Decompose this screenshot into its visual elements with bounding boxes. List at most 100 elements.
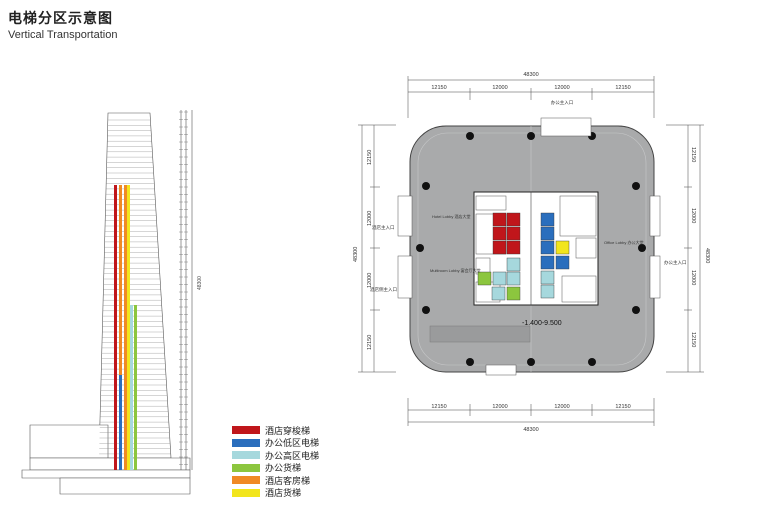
elevator-car bbox=[555, 255, 570, 270]
bay-bottom-1: 12150 bbox=[431, 404, 446, 410]
hotel-entrance: 酒店主入口 bbox=[372, 224, 395, 231]
bay-left-2: 12000 bbox=[367, 211, 373, 226]
elevator-car bbox=[540, 270, 555, 285]
legend-item: 办公低区电梯 bbox=[232, 437, 319, 449]
legend-item: 酒店穿梭梯 bbox=[232, 424, 319, 436]
elevator-car bbox=[506, 271, 521, 286]
bay-right-2: 12000 bbox=[690, 208, 696, 223]
elevator-car bbox=[492, 271, 507, 286]
legend-item: 办公货梯 bbox=[232, 462, 319, 474]
column-marker bbox=[588, 132, 596, 140]
bay-left-1: 12150 bbox=[367, 150, 373, 165]
hotel-lobby: Hotel Lobby 酒店大堂 bbox=[432, 213, 470, 219]
column-marker bbox=[527, 358, 535, 366]
elevator-car bbox=[506, 212, 521, 227]
bottom-dimension-lines bbox=[407, 398, 655, 426]
elevator-shaft bbox=[124, 185, 127, 470]
tower-floor-lines bbox=[99, 119, 171, 455]
elevator-car bbox=[540, 212, 555, 227]
elevator-car bbox=[540, 284, 555, 299]
column-marker bbox=[466, 358, 474, 366]
legend-label: 办公高区电梯 bbox=[265, 450, 320, 461]
legend-item: 酒店货梯 bbox=[232, 487, 319, 499]
bay-right-4: 12150 bbox=[690, 332, 696, 347]
elevator-car bbox=[540, 255, 555, 270]
elevator-car bbox=[492, 240, 507, 255]
floor-slab bbox=[409, 125, 655, 373]
bay-right-3: 12000 bbox=[690, 270, 696, 285]
elevator-car bbox=[477, 271, 492, 286]
elevator-shafts bbox=[114, 185, 137, 470]
bay-top-1: 12150 bbox=[431, 85, 446, 91]
ramp bbox=[429, 325, 531, 343]
section-dimension-ticks bbox=[179, 111, 188, 465]
legend-label: 酒店货梯 bbox=[265, 488, 302, 499]
elevator-car bbox=[540, 240, 555, 255]
overall-depth-left: 48300 bbox=[353, 247, 359, 262]
legend-label: 办公货梯 bbox=[265, 463, 302, 474]
legend-label: 办公低区电梯 bbox=[265, 438, 320, 449]
elevation-label: -1.400-9.500 bbox=[522, 320, 562, 327]
bay-top-3: 12000 bbox=[554, 85, 569, 91]
elevator-cars bbox=[477, 212, 570, 301]
legend-swatch bbox=[232, 488, 260, 497]
office-entrance-right: 办公主入口 bbox=[664, 259, 687, 266]
bay-top-2: 12000 bbox=[492, 85, 507, 91]
office-entrance-top: 办公主入口 bbox=[551, 99, 574, 106]
elevator-car bbox=[555, 240, 570, 255]
legend-label: 酒店穿梭梯 bbox=[265, 425, 311, 436]
elevator-shaft bbox=[119, 185, 122, 470]
elevator-car bbox=[506, 226, 521, 241]
elevator-car bbox=[540, 226, 555, 241]
overall-width-bottom: 48300 bbox=[523, 427, 538, 433]
elevator-car bbox=[492, 226, 507, 241]
page-title: 电梯分区示意图 bbox=[8, 10, 113, 26]
hotel-side-entrance: 酒店侧主入口 bbox=[370, 286, 397, 293]
elevator-car bbox=[492, 212, 507, 227]
elevator-shaft bbox=[134, 305, 137, 470]
column-marker bbox=[632, 182, 640, 190]
bay-bottom-2: 12000 bbox=[492, 404, 507, 410]
bay-right-1: 12150 bbox=[690, 147, 696, 162]
office-lobby: Office Lobby 办公大堂 bbox=[604, 239, 644, 245]
legend: 酒店穿梭梯 办公低区电梯 办公高区电梯 办公货梯 酒店客房梯 酒店货梯 bbox=[232, 424, 319, 500]
section-dimension-label: 48300 bbox=[197, 276, 203, 290]
elevator-car bbox=[506, 240, 521, 255]
elevator-car bbox=[506, 257, 521, 272]
legend-item: 酒店客房梯 bbox=[232, 474, 319, 486]
elevator-car bbox=[491, 286, 506, 301]
elevator-shaft bbox=[130, 305, 133, 470]
building-core bbox=[473, 191, 599, 306]
elevator-shaft bbox=[114, 185, 117, 470]
entrance-canopies bbox=[397, 117, 661, 376]
elevator-shaft bbox=[119, 375, 122, 470]
legend-swatch bbox=[232, 463, 260, 472]
legend-swatch bbox=[232, 451, 260, 460]
bay-bottom-4: 12150 bbox=[615, 404, 630, 410]
top-dimension-lines bbox=[407, 76, 655, 118]
legend-swatch bbox=[232, 438, 260, 447]
legend-label: 酒店客房梯 bbox=[265, 475, 311, 486]
elevator-shaft bbox=[119, 375, 122, 470]
legend-swatch bbox=[232, 426, 260, 434]
slab-inner-outline bbox=[417, 132, 647, 366]
column-marker bbox=[638, 244, 646, 252]
bay-left-4: 12150 bbox=[367, 335, 373, 350]
overall-width-top: 48300 bbox=[523, 72, 538, 78]
tower-outline bbox=[21, 110, 193, 495]
elevator-shaft bbox=[114, 185, 117, 470]
page-subtitle: Vertical Transportation bbox=[8, 29, 118, 41]
multiroom-lobby: Multiroom Lobby 宴会厅大堂 bbox=[430, 267, 481, 273]
legend-item: 办公高区电梯 bbox=[232, 449, 319, 461]
column-marker bbox=[416, 244, 424, 252]
column-marker bbox=[422, 182, 430, 190]
overall-depth-right: 48300 bbox=[704, 248, 710, 263]
elevator-shaft bbox=[127, 185, 130, 470]
legend-swatch bbox=[232, 476, 260, 485]
column-marker bbox=[588, 358, 596, 366]
structural-columns bbox=[416, 132, 646, 366]
core-rooms bbox=[475, 195, 597, 303]
bay-left-3: 12000 bbox=[367, 273, 373, 288]
